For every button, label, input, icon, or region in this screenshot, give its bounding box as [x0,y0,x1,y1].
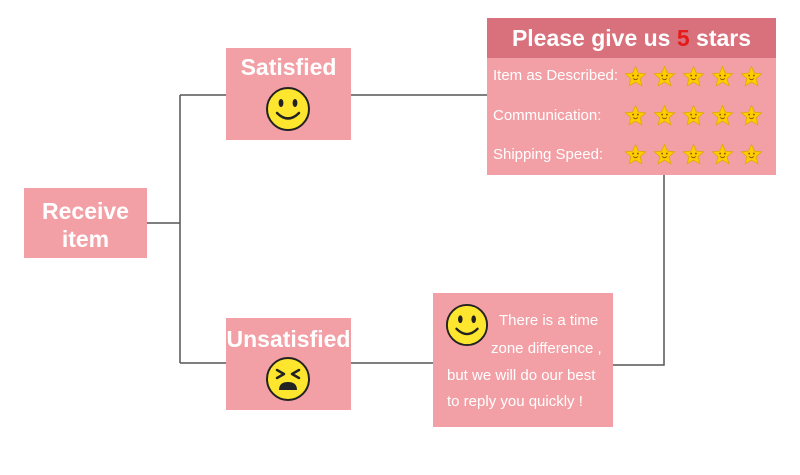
rating-header-prefix: Please give us [511,25,677,51]
receive-item-line2: item [61,226,110,252]
reply-text-line3: but we will do our best [447,367,596,384]
rating-row-shipping-label: Shipping Speed: [493,146,604,163]
star-icon [653,65,676,87]
receive-item-label: Receive item [24,197,147,253]
star-icon [653,143,676,165]
rating-header-suffix: stars [689,25,752,51]
unsatisfied-label: Unsatisfied [226,326,351,352]
satisfied-box: Satisfied [226,48,351,140]
reply-text-line1: There is a time [499,312,599,329]
star-icon [711,143,734,165]
connector-reply-to-rating [613,175,665,366]
reply-text-line2: zone difference , [491,340,602,357]
smiley-face-icon [266,87,310,131]
star-icon [682,104,705,126]
reply-message-box: There is a time zone difference , but we… [433,293,613,427]
frowning-face-icon [266,357,310,401]
rating-row-communication-stars [624,104,763,127]
receive-item-box: Receive item [24,188,147,258]
rating-header-number: 5 [676,25,690,51]
satisfied-label: Satisfied [240,54,337,80]
smiley-face-icon [445,303,489,347]
rating-row-item-stars [624,65,763,88]
rating-row-shipping-stars [624,143,763,166]
star-icon [682,65,705,87]
star-icon [740,104,763,126]
star-rating-box: Please give us 5 stars Item as Described… [487,18,776,175]
star-icon [624,143,647,165]
rating-row-communication-label: Communication: [493,107,602,124]
star-icon [740,65,763,87]
rating-header: Please give us 5 stars [487,18,776,58]
receive-item-line1: Receive [42,198,129,224]
star-icon [653,104,676,126]
unsatisfied-box: Unsatisfied [226,318,351,410]
reply-text-line4: to reply you quickly ! [447,393,583,410]
star-icon [711,65,734,87]
star-icon [624,65,647,87]
rating-row-item-label: Item as Described: [493,67,619,84]
star-icon [711,104,734,126]
star-icon [740,143,763,165]
star-icon [682,143,705,165]
star-icon [624,104,647,126]
